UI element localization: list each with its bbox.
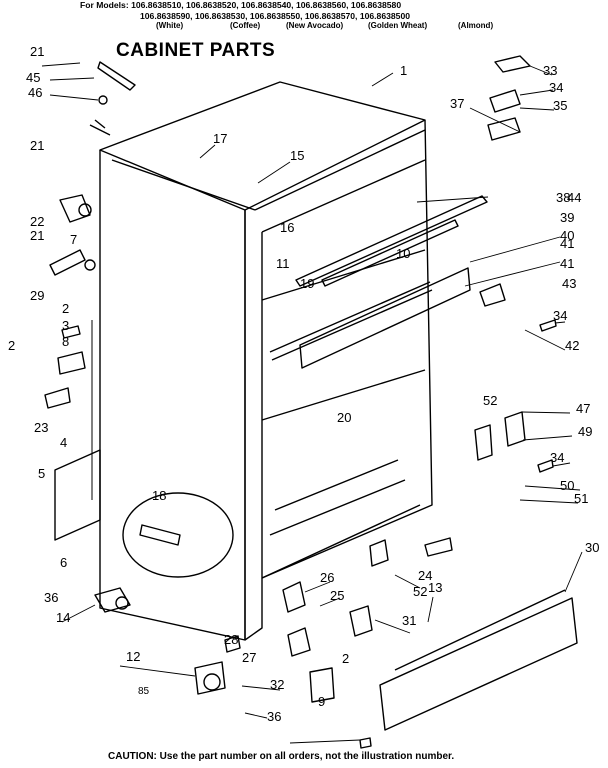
color-white: (White) [156, 21, 184, 30]
callout-34: 34 [550, 450, 564, 465]
callout-36: 36 [267, 709, 281, 724]
callout-46: 46 [28, 85, 42, 100]
models-line-1: For Models: 106.8638510, 106.8638520, 10… [80, 0, 402, 10]
callout-45: 45 [26, 70, 40, 85]
callout-14: 14 [56, 610, 70, 625]
callout-11: 11 [276, 256, 290, 271]
callout-2: 2 [62, 301, 69, 316]
callout-15: 15 [290, 148, 304, 163]
callout-39: 39 [560, 210, 574, 225]
color-new-avocado: (New Avocado) [286, 21, 344, 30]
callout-23: 23 [34, 420, 48, 435]
callout-38: 38 [556, 190, 570, 205]
callout-18: 18 [152, 488, 166, 503]
callout-49: 49 [578, 424, 592, 439]
breaker-strips [269, 195, 488, 369]
callout-22: 22 [30, 214, 44, 229]
callout-50: 50 [560, 478, 574, 493]
callout-43: 43 [562, 276, 576, 291]
callout-21: 21 [30, 228, 44, 243]
callout-42: 42 [565, 338, 579, 353]
callout-29: 29 [30, 288, 44, 303]
callout-36: 36 [44, 590, 58, 605]
callout-13: 13 [428, 580, 442, 595]
callout-41: 41 [560, 236, 574, 251]
callout-31: 31 [402, 613, 416, 628]
left-parts [44, 61, 136, 613]
callout-16: 16 [280, 220, 294, 235]
callout-9: 9 [318, 694, 325, 709]
right-parts [474, 55, 557, 473]
callout-27: 27 [242, 650, 256, 665]
callout-19: 19 [300, 276, 314, 291]
callout-52: 52 [413, 584, 427, 599]
callout-30: 30 [585, 540, 599, 555]
page-code: 85 [138, 686, 150, 697]
callout-37: 37 [450, 96, 464, 111]
callout-21: 21 [30, 44, 44, 59]
cabinet-body [99, 81, 433, 641]
callout-6: 6 [60, 555, 67, 570]
callout-labels: 1222345678910111213141516171819202121212… [8, 44, 599, 724]
callout-25: 25 [330, 588, 344, 603]
callout-5: 5 [38, 466, 45, 481]
color-golden-wheat: (Golden Wheat) [368, 21, 428, 30]
models-line-2: 106.8638590, 106.8638530, 106.8638550, 1… [140, 10, 411, 21]
color-coffee: (Coffee) [230, 21, 261, 30]
callout-7: 7 [70, 232, 77, 247]
callout-32: 32 [270, 677, 284, 692]
color-almond: (Almond) [458, 21, 494, 30]
callout-17: 17 [213, 131, 227, 146]
callout-12: 12 [126, 649, 140, 664]
callout-8: 8 [62, 334, 69, 349]
detail-circle-18 [122, 492, 234, 578]
bottom-parts [194, 537, 578, 749]
page-title: CABINET PARTS [116, 40, 276, 61]
callout-2: 2 [342, 651, 349, 666]
callout-34: 34 [553, 308, 567, 323]
part-18 [139, 524, 181, 546]
callout-2: 2 [8, 338, 15, 353]
callout-33: 33 [543, 63, 557, 78]
callout-1: 1 [400, 63, 407, 78]
callout-40: 40 [560, 228, 574, 243]
callout-21: 21 [30, 138, 44, 153]
callout-52: 52 [483, 393, 497, 408]
callout-4: 4 [60, 435, 67, 450]
callout-3: 3 [62, 318, 69, 333]
callout-20: 20 [337, 410, 351, 425]
callout-51: 51 [574, 491, 588, 506]
leader-lines [41, 62, 583, 744]
callout-35: 35 [553, 98, 567, 113]
callout-24: 24 [418, 568, 432, 583]
caution-note: CAUTION: Use the part number on all orde… [108, 751, 455, 762]
callout-41: 41 [560, 256, 574, 271]
callout-28: 28 [224, 632, 238, 647]
callout-44: 44 [567, 190, 581, 205]
callout-47: 47 [576, 401, 590, 416]
models-header: For Models: 106.8638510, 106.8638520, 10… [80, 0, 600, 30]
callout-10: 10 [396, 246, 410, 261]
callout-26: 26 [320, 570, 334, 585]
callout-34: 34 [549, 80, 563, 95]
